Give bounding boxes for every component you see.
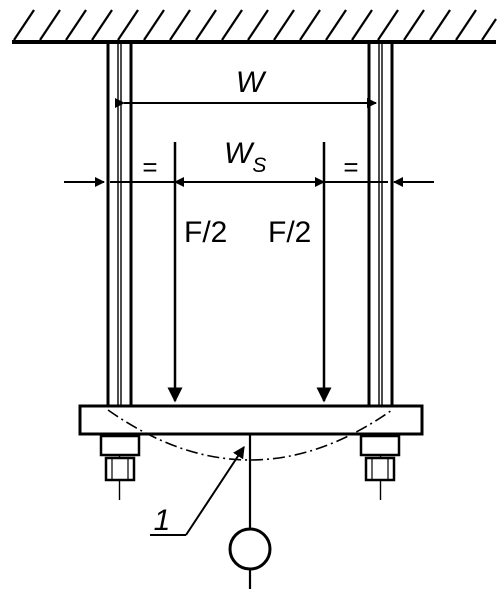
item-callout: 1 [150, 445, 245, 537]
cross-beam [78, 404, 424, 436]
right-nut [359, 434, 401, 482]
force-left-label: F/2 [184, 216, 227, 249]
ceiling-hatching [13, 9, 497, 41]
left-nut [99, 434, 141, 482]
equal-right-mark: = [343, 152, 358, 182]
item-leader-line [185, 445, 245, 536]
dimension-w: W [115, 66, 377, 108]
load-weight-circle [228, 527, 272, 571]
item-number-label: 1 [154, 504, 171, 537]
dimension-ws-label: WS [224, 137, 266, 177]
load-hanger [228, 434, 272, 589]
force-arrows: F/2 F/2 [167, 142, 332, 403]
force-right-label: F/2 [268, 216, 311, 249]
ceiling [12, 9, 497, 44]
equal-left-mark: = [142, 152, 157, 182]
dimension-w-label: W [236, 66, 267, 99]
dimension-ws: WS = = [64, 137, 434, 187]
